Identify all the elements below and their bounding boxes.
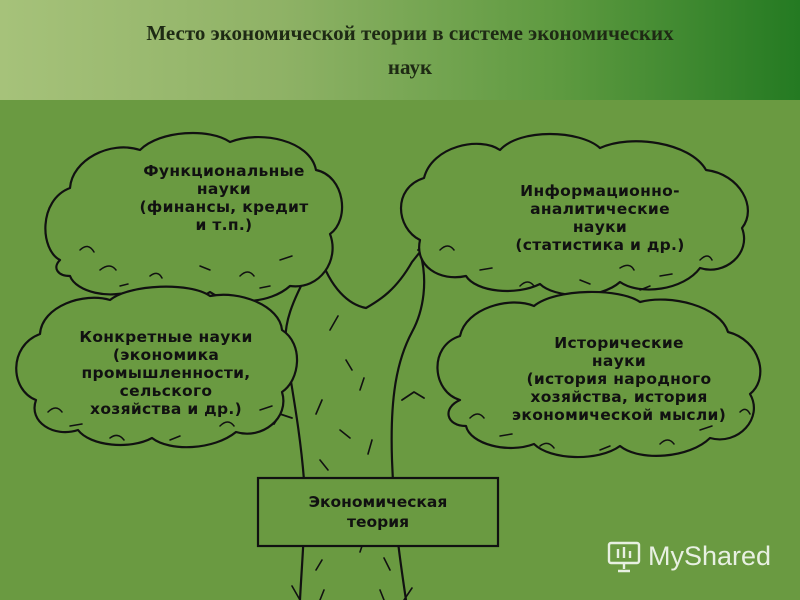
crown-concrete-line-3: промышленности, [81,364,251,382]
crown-concrete-line-5: хозяйства и др.) [90,400,242,418]
crown-information-line-4: (статистика и др.) [515,236,685,254]
crown-information-line-3: науки [572,218,628,236]
crown-functional-line-3: (финансы, кредит [139,198,309,216]
crown-concrete-line-4: сельского [119,382,213,400]
title-banner: Место экономической теории в системе эко… [0,0,800,100]
crown-information [400,133,749,297]
crown-information-line-1: Информационно- [520,182,680,200]
crown-information-label: Информационно- аналитические науки (стат… [480,182,720,254]
crown-information-line-2: аналитические [530,200,670,218]
crown-concrete-line-2: (экономика [112,346,220,364]
tree-illustration [15,131,762,600]
crown-historical-line-2: науки [591,352,647,370]
crown-historical-line-1: Исторические [554,334,684,352]
crown-functional-line-4: и т.п.) [195,216,253,234]
title-line-2: наук [387,55,433,79]
crown-historical-line-3: (история народного [526,370,712,388]
presentation-board-icon [607,541,641,573]
base-box [256,476,500,548]
base-label: Экономическая теория [258,478,498,546]
crown-historical-line-4: хозяйства, история [530,388,708,406]
watermark-text: MyShared [648,540,772,571]
crown-functional-line-1: Функциональные [143,162,305,180]
crown-functional-line-2: науки [196,180,252,198]
crown-concrete-label: Конкретные науки (экономика промышленнос… [46,328,286,418]
base-line-1: Экономическая [308,493,448,511]
crown-concrete-line-1: Конкретные науки [79,328,253,346]
crown-historical-label: Исторические науки (история народного хо… [494,334,744,424]
watermark: MyShared [606,538,771,574]
tree-trunk [284,248,426,600]
crown-historical [436,290,762,459]
crown-concrete [15,285,299,449]
base-line-2: теория [346,513,410,531]
slide-title: Место экономической теории в системе эко… [40,16,780,84]
crown-functional-label: Функциональные науки (финансы, кредит и … [104,162,344,234]
crown-historical-line-5: экономической мысли) [511,406,727,424]
title-line-1: Место экономической теории в системе эко… [146,21,674,45]
